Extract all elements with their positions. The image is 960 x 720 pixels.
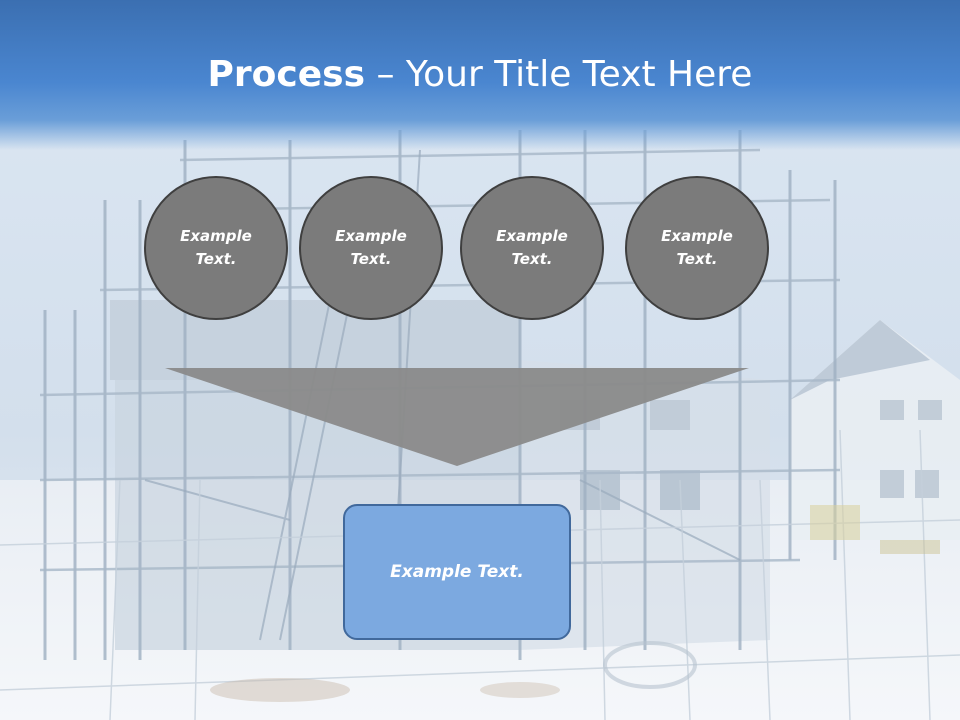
process-step-line1: Example <box>661 227 733 245</box>
process-step-line2: Text. <box>350 250 392 268</box>
process-step-line1: Example <box>496 227 568 245</box>
title-bar <box>0 0 960 150</box>
title-rest: – Your Title Text Here <box>365 54 753 95</box>
process-step-line1: Example <box>180 227 252 245</box>
page-title: Process – Your Title Text Here <box>0 52 960 98</box>
result-box[interactable]: Example Text. <box>343 504 571 640</box>
process-step-line2: Text. <box>195 250 237 268</box>
funnel-arrow-shape <box>165 368 749 466</box>
title-bold: Process <box>207 54 366 95</box>
process-step-line1: Example <box>335 227 407 245</box>
result-text: Example Text. <box>390 562 524 582</box>
process-step-line2: Text. <box>676 250 718 268</box>
process-step-line2: Text. <box>511 250 553 268</box>
